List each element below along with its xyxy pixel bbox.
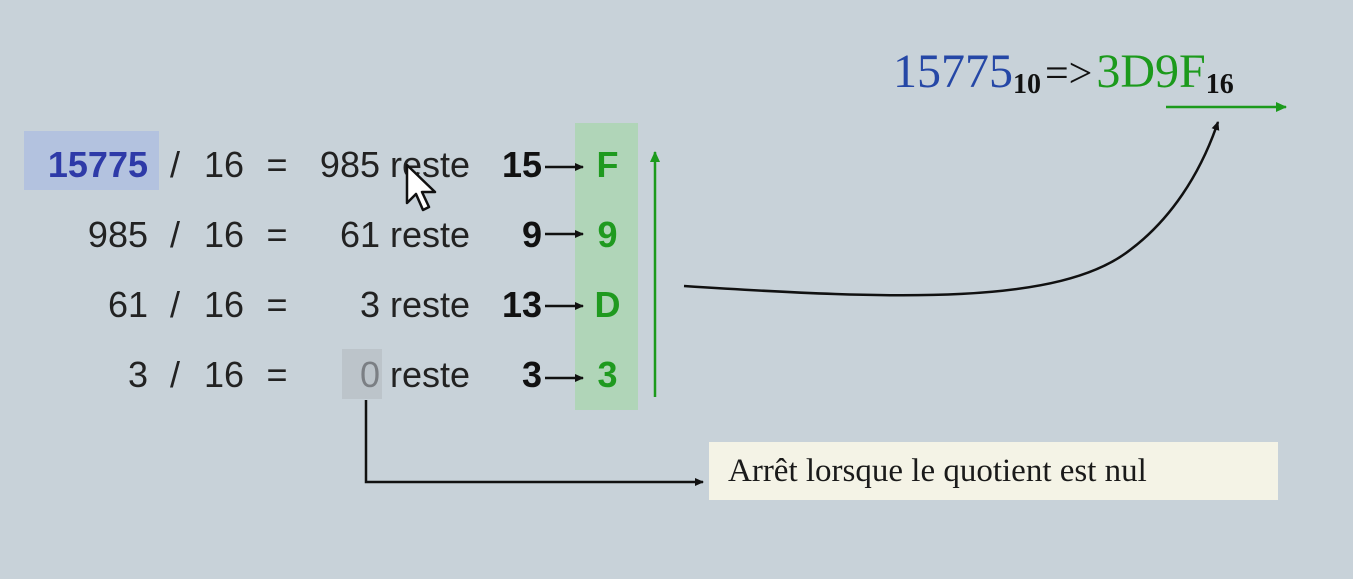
row-0-reste-label: reste: [390, 144, 471, 185]
result-expression: 1577510 => 3D9F16: [893, 42, 1234, 102]
row-3-dividend: 3: [127, 354, 148, 395]
row-2-slash: /: [169, 284, 180, 325]
row-0-quotient: 985: [319, 144, 380, 185]
row-3-hex-digit: 3: [597, 354, 618, 395]
row-2-dividend: 61: [107, 284, 148, 325]
zero-to-note-arrow-icon: [364, 400, 704, 486]
row-3-quotient: 0: [359, 354, 380, 395]
row-1-dividend: 985: [87, 214, 148, 255]
row-0-dividend: 15775: [47, 144, 148, 185]
row-0-slash: /: [169, 144, 180, 185]
row-0-divisor: 16: [203, 144, 245, 185]
row-1-hex-digit: 9: [597, 214, 618, 255]
row-1-divisor: 16: [203, 214, 245, 255]
result-decimal: 15775: [893, 45, 1013, 98]
note-box: [709, 442, 1278, 500]
row-1-equals: =: [266, 214, 288, 255]
row-2-quotient: 3: [359, 284, 380, 325]
result-hex: 3D9F: [1096, 45, 1206, 98]
result-arrow: =>: [1045, 51, 1093, 97]
row-3-divisor: 16: [203, 354, 245, 395]
row-3-slash: /: [169, 354, 180, 395]
result-decimal-base: 10: [1013, 69, 1041, 100]
row-3-equals: =: [266, 354, 288, 395]
row-1-reste-label: reste: [390, 214, 471, 255]
row-2-divisor: 16: [203, 284, 245, 325]
row-2-reste-label: reste: [390, 284, 471, 325]
row-1-remainder: 9: [521, 214, 542, 255]
row-0-equals: =: [266, 144, 288, 185]
curved-arrow-to-result-icon: [683, 121, 1220, 297]
row-2-remainder: 13: [501, 284, 542, 325]
row-0-remainder: 15: [501, 144, 542, 185]
zero-quotient-highlight: [342, 349, 382, 399]
row-1-quotient: 61: [339, 214, 380, 255]
row-1-slash: /: [169, 214, 180, 255]
mouse-pointer-icon: [405, 163, 437, 212]
hex-digit-column: [575, 123, 638, 410]
row-0-hex-digit: F: [596, 144, 619, 185]
result-hex-base: 16: [1205, 69, 1234, 100]
row-2-equals: =: [266, 284, 288, 325]
start-number-highlight: [24, 131, 159, 190]
row-2-hex-digit: D: [594, 284, 621, 325]
row-3-remainder: 3: [521, 354, 542, 395]
row-3-reste-label: reste: [390, 354, 471, 395]
note-text: Arrêt lorsque le quotient est nul: [728, 453, 1147, 489]
